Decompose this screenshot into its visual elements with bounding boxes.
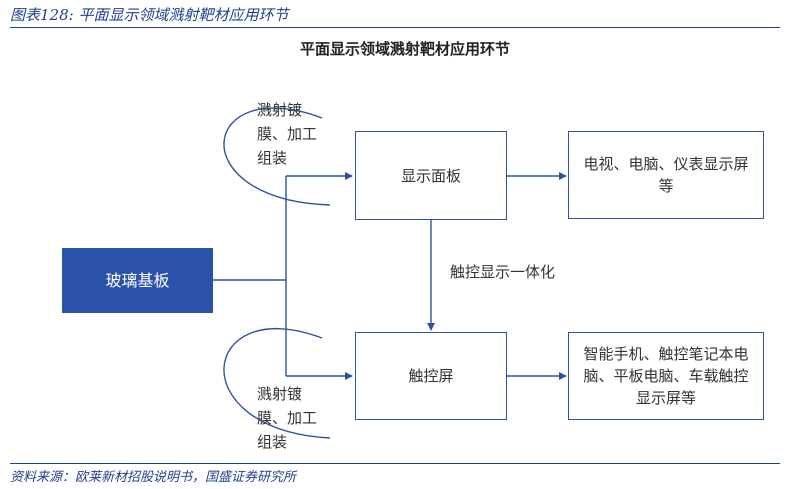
display-applications-node: 电视、电脑、仪表显示屏等 <box>568 131 764 219</box>
sputtering-label-bottom: 溅射镀膜、加工组装 <box>257 385 318 451</box>
footer-divider <box>10 463 780 464</box>
figure-label: 图表128: 平面显示领域溅射靶材应用环节 <box>10 6 289 24</box>
display-panel-node: 显示面板 <box>355 131 507 220</box>
touch-screen-node: 触控屏 <box>355 332 507 420</box>
source-note: 资料来源：欧莱新材招股说明书，国盛证券研究所 <box>10 470 297 485</box>
integration-label: 触控显示一体化 <box>450 263 556 281</box>
sputtering-label-top: 溅射镀膜、加工组装 <box>257 101 318 167</box>
top-arc <box>223 107 331 206</box>
diagram-title: 平面显示领域溅射靶材应用环节 <box>299 40 510 58</box>
touch-applications-node: 智能手机、触控笔记本电脑、平板电脑、车载触控显示屏等 <box>568 332 764 420</box>
header-divider <box>10 27 780 28</box>
glass-substrate-node: 玻璃基板 <box>62 248 213 313</box>
bottom-arc <box>223 327 331 439</box>
